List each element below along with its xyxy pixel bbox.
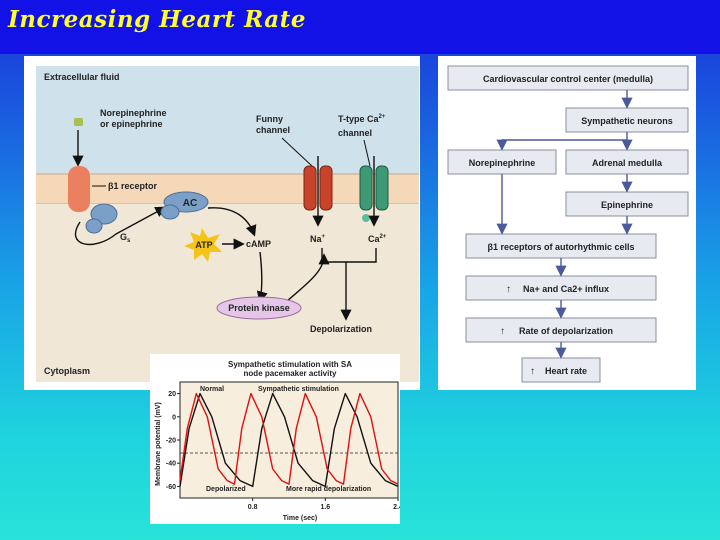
flow-label-medulla: Cardiovascular control center (medulla) bbox=[483, 74, 653, 84]
series-sympathetic-line bbox=[179, 392, 399, 485]
ac-to-camp-arrow bbox=[207, 207, 257, 237]
flow-box-medulla bbox=[447, 65, 689, 91]
protein-kinase-label: Protein kinase bbox=[228, 303, 290, 313]
ttype-channel-right-icon bbox=[375, 165, 389, 211]
flow-box-depolarization-rate bbox=[465, 317, 657, 343]
pacemaker-graph-svg: Sympathetic stimulation with SA node pac… bbox=[155, 360, 403, 522]
y-tick-label: -60 bbox=[166, 484, 176, 491]
graph-title-line2: node pacemaker activity bbox=[244, 369, 337, 378]
x-tick-label: 0.8 bbox=[248, 504, 258, 511]
ion-to-depolarization-arrow bbox=[321, 248, 377, 318]
flow-arrow-2 bbox=[496, 132, 628, 151]
funny-label-line1: Funny bbox=[256, 114, 283, 124]
flow-box-epinephrine bbox=[565, 191, 689, 217]
flow-label-ion-influx: Na+ and Ca2+ influx bbox=[523, 284, 609, 294]
protein-kinase-icon bbox=[216, 296, 302, 320]
ligand-label-line2: or epinephrine bbox=[100, 119, 163, 129]
funny-channel-left-icon bbox=[303, 165, 317, 211]
y-tick-label: -40 bbox=[166, 461, 176, 468]
ac-inner-icon bbox=[160, 204, 180, 220]
annotation-depolarized: Depolarized bbox=[206, 486, 246, 493]
ac-label: AC bbox=[183, 198, 197, 209]
pacemaker-graph-panel: Sympathetic stimulation with SA node pac… bbox=[150, 354, 403, 524]
flow-label-adrenal-medulla: Adrenal medulla bbox=[592, 158, 663, 168]
atp-label: ATP bbox=[195, 240, 212, 250]
annotation-rapid-depolarization: More rapid depolarization bbox=[286, 486, 371, 493]
y-tick-label: -20 bbox=[166, 438, 176, 445]
flow-box-heart-rate bbox=[521, 357, 601, 383]
funny-label-line2: channel bbox=[256, 125, 290, 135]
na-label: Na+ bbox=[310, 234, 326, 244]
ttype-gate-icon bbox=[362, 214, 370, 222]
gs-to-ac-arrow bbox=[74, 206, 167, 246]
ttype-label-line2: channel bbox=[338, 128, 372, 138]
y-tick-label: 0 bbox=[172, 414, 176, 421]
depolarization-label: Depolarization bbox=[310, 324, 372, 334]
flow-label-sympathetic-neurons: Sympathetic neurons bbox=[581, 116, 673, 126]
g-protein-subunit-icon bbox=[85, 218, 103, 234]
legend-sympathetic: Sympathetic stimulation bbox=[258, 386, 339, 393]
ligand-label-line1: Norepinephrine bbox=[100, 108, 167, 118]
graph-dynamic-layer: 20 0 -20 -40 -60 0.8 1.6 2.4 bbox=[166, 391, 403, 511]
flow-label-beta1-receptors: β1 receptors of autorhythmic cells bbox=[487, 242, 634, 252]
flow-box-ion-influx bbox=[465, 275, 657, 301]
ligand-icon bbox=[74, 118, 83, 126]
flow-up-arrow-icon: ↑ bbox=[500, 326, 505, 337]
cell-diagram-svg: Extracellular fluid Cytoplasm Norepineph… bbox=[36, 66, 419, 382]
flow-label-heart-rate: Heart rate bbox=[545, 366, 587, 376]
kinase-to-channels-arrow bbox=[285, 253, 330, 303]
series-normal-line bbox=[179, 392, 399, 488]
extracellular-label: Extracellular fluid bbox=[44, 72, 120, 82]
flow-box-norepinephrine bbox=[447, 149, 557, 175]
x-tick-label: 2.4 bbox=[393, 504, 400, 511]
cell-signaling-diagram: Extracellular fluid Cytoplasm Norepineph… bbox=[24, 56, 420, 390]
y-tick-label: 20 bbox=[168, 391, 176, 398]
cytoplasm-label: Cytoplasm bbox=[44, 366, 90, 376]
flow-box-beta1-receptors bbox=[465, 233, 657, 259]
slide-title: Increasing Heart Rate bbox=[8, 6, 306, 33]
flow-up-arrow-icon: ↑ bbox=[530, 366, 535, 377]
flow-label-depolarization-rate: Rate of depolarization bbox=[519, 326, 613, 336]
extracellular-region bbox=[36, 66, 419, 174]
funny-pointer bbox=[281, 137, 313, 167]
funny-channel-right-icon bbox=[319, 165, 333, 211]
ttype-pointer bbox=[363, 139, 371, 167]
ca-label: Ca2+ bbox=[368, 234, 387, 244]
flow-label-norepinephrine: Norepinephrine bbox=[469, 158, 536, 168]
cytoplasm-region bbox=[36, 204, 419, 382]
x-tick-label: 1.6 bbox=[320, 504, 330, 511]
graph-xlabel: Time (sec) bbox=[283, 515, 318, 522]
legend-normal: Normal bbox=[200, 386, 224, 393]
graph-title-line1: Sympathetic stimulation with SA bbox=[228, 360, 352, 369]
title-bar: Increasing Heart Rate bbox=[0, 0, 720, 54]
g-protein-icon bbox=[90, 203, 118, 225]
flow-up-arrow-icon: ↑ bbox=[506, 284, 511, 295]
plot-area bbox=[179, 381, 399, 499]
receptor-label: β1 receptor bbox=[108, 181, 158, 191]
camp-label: cAMP bbox=[246, 239, 271, 249]
membrane-band bbox=[36, 174, 419, 204]
atp-icon bbox=[184, 228, 222, 262]
ttype-label-line1: T-type Ca2+ bbox=[338, 114, 386, 124]
beta1-receptor-icon bbox=[68, 166, 90, 212]
flowchart-svg: Cardiovascular control center (medulla) … bbox=[447, 65, 689, 383]
ttype-channel-left-icon bbox=[359, 165, 373, 211]
gs-label: Gs bbox=[120, 232, 131, 244]
flow-label-epinephrine: Epinephrine bbox=[601, 200, 653, 210]
flowchart-panel: Cardiovascular control center (medulla) … bbox=[438, 56, 696, 390]
graph-ylabel: Membrane potential (mV) bbox=[155, 402, 162, 486]
